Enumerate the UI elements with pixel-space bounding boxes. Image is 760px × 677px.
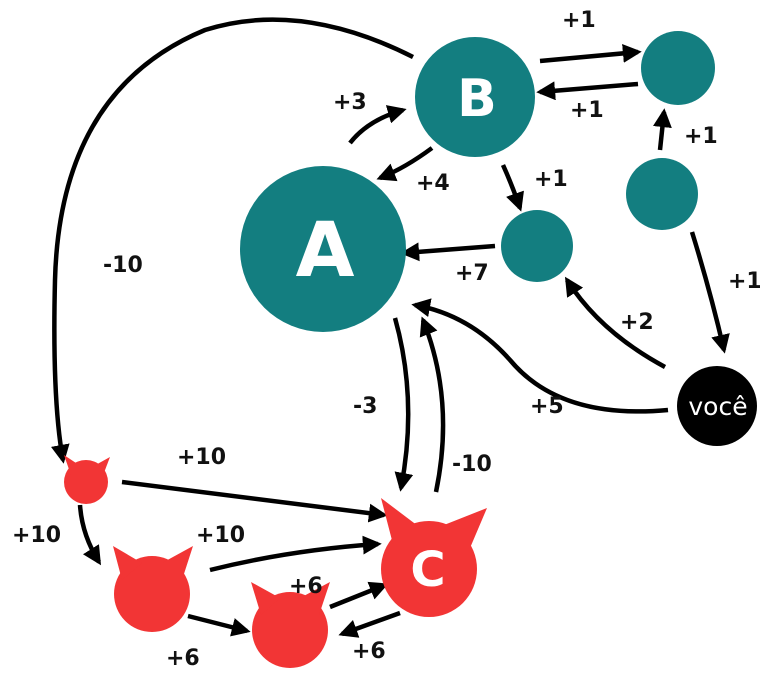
node-b-label: B — [457, 69, 497, 129]
edge-top-right-to-b — [536, 81, 639, 101]
label-b-to-small-teal: +1 — [534, 167, 568, 192]
edge-labels: +1 +1 +1 +3 +4 +1 +7 +1 +2 +5 -10 -3 -10… — [12, 8, 760, 671]
node-small-teal — [501, 210, 573, 282]
edge-you-to-small-teal — [564, 276, 667, 369]
node-c-ear-right — [444, 508, 487, 548]
node-b-circle — [415, 37, 535, 157]
node-left-cat-head — [114, 556, 190, 632]
edge-c-to-a — [419, 316, 446, 493]
edge-mid-right-to-top-right — [653, 108, 672, 151]
edges — [50, 17, 730, 638]
edge-b-to-small-teal — [500, 164, 524, 212]
label-b-to-a: +4 — [416, 171, 450, 196]
node-c: C — [381, 498, 487, 617]
edge-a-to-c — [392, 317, 414, 492]
node-left-cat-ear-right — [162, 546, 193, 580]
node-a-circle — [240, 166, 406, 332]
node-you-circle — [677, 366, 757, 446]
node-top-cat-ear-left — [64, 455, 82, 478]
label-bottom-cat-to-c: +6 — [289, 574, 323, 599]
node-c-ear-left — [381, 498, 418, 548]
node-top-cat-ear-right — [92, 457, 110, 478]
label-b-to-top-cat: -10 — [103, 253, 143, 278]
edge-b-to-top-cat — [50, 17, 415, 464]
edge-bottom-cat-to-c — [329, 581, 389, 610]
edge-top-cat-to-c — [121, 479, 388, 523]
label-small-teal-to-a: +7 — [455, 261, 489, 286]
node-you: você — [677, 366, 757, 446]
edge-top-cat-to-left-cat — [77, 504, 102, 566]
node-a: A — [240, 166, 406, 332]
label-left-cat-to-bottom-cat: +6 — [166, 646, 200, 671]
label-mid-right-to-top-right: +1 — [684, 124, 718, 149]
label-you-to-mid-right: +1 — [728, 269, 760, 294]
label-top-cat-to-left-cat: +10 — [12, 523, 61, 548]
node-you-label: você — [688, 392, 747, 421]
edge-left-cat-to-bottom-cat — [187, 613, 251, 637]
edge-you-to-a — [411, 298, 669, 414]
node-c-head — [381, 521, 477, 617]
label-you-to-small-teal: +2 — [620, 310, 654, 335]
edge-small-teal-to-a — [400, 242, 496, 262]
node-top-cat — [64, 455, 110, 504]
node-bottom-cat — [251, 582, 330, 668]
node-bottom-cat-head — [252, 592, 328, 668]
label-left-cat-to-c: +10 — [196, 523, 245, 548]
label-c-to-bottom-cat: +6 — [352, 639, 386, 664]
edge-you-to-mid-right — [689, 231, 730, 354]
label-top-right-to-b: +1 — [570, 98, 604, 123]
label-you-to-a: +5 — [530, 394, 564, 419]
edge-c-to-bottom-cat — [338, 610, 401, 638]
node-b: B — [415, 37, 535, 157]
edge-b-to-a — [376, 146, 434, 182]
node-left-cat-ear-left — [113, 546, 142, 580]
node-bottom-cat-ear-right — [300, 582, 330, 615]
label-c-to-a: -10 — [452, 452, 492, 477]
node-top-right — [641, 31, 715, 105]
label-a-to-b: +3 — [333, 90, 367, 115]
node-c-label: C — [410, 542, 445, 598]
node-left-cat — [113, 546, 193, 632]
edge-a-to-b — [348, 105, 407, 145]
label-b-to-top-right: +1 — [562, 8, 596, 33]
edge-b-to-top-right — [539, 43, 642, 64]
node-bottom-cat-ear-left — [251, 582, 280, 615]
edge-left-cat-to-c — [209, 535, 382, 573]
label-a-to-c: -3 — [353, 394, 377, 419]
label-top-cat-to-c: +10 — [177, 445, 226, 470]
node-mid-right — [626, 158, 698, 230]
node-a-label: A — [296, 205, 355, 294]
